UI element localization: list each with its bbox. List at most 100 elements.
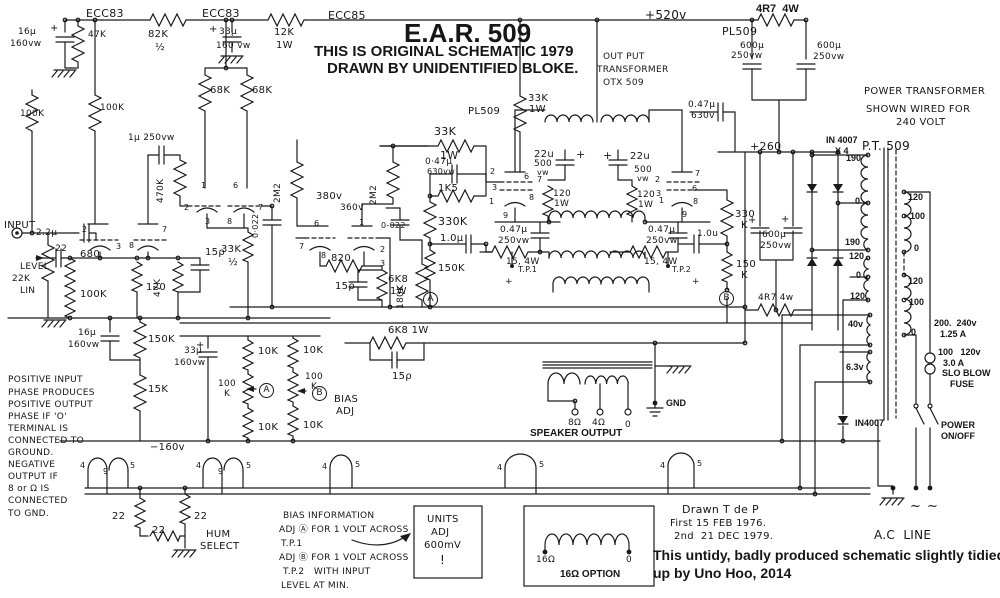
phase-note-7: GROUND. — [8, 448, 54, 458]
c-047-630-2b: 630vw — [427, 167, 456, 176]
tube-pin: 3 — [116, 242, 122, 251]
pot-a-100k-b: K — [224, 389, 231, 399]
fb-15p: 15ρ — [392, 371, 412, 382]
level-label: LEVEL — [20, 262, 50, 272]
tube-label-ecc83-2: ECC83 — [202, 7, 240, 20]
c-047-250-1a: 0.47μ — [500, 225, 528, 235]
subtitle-1: THIS IS ORIGINAL SCHEMATIC 1979 — [314, 43, 574, 60]
c-22u-2a: 22u — [630, 151, 650, 162]
units-box-4: ! — [440, 553, 446, 567]
output-stage — [179, 102, 813, 417]
tidied-note-1: This untidy, badly produced schematic sl… — [653, 547, 1000, 563]
c-22u-2b: 500 — [634, 165, 653, 175]
c-22u-1-plus: + — [576, 148, 586, 161]
bias-info-6: LEVEL AT MIN. — [281, 581, 350, 591]
spk-4ohm: 4Ω — [592, 418, 606, 428]
c-16u-1b: 160vw — [10, 39, 42, 49]
opt-label-2: TRANSFORMER — [597, 65, 669, 75]
r-10k-4: 10K — [303, 420, 324, 431]
pt-tap-120-1: 120 — [849, 251, 865, 261]
tube-pin: 2 — [82, 225, 88, 234]
r-150k-2: 150K — [438, 263, 465, 274]
power-onoff-1: POWER — [941, 420, 976, 430]
top-rail-and-psu-top — [51, 13, 816, 189]
pt-pri-0-2: 0 — [911, 327, 917, 337]
c-16u-2b: 160vw — [68, 340, 100, 350]
rail-plus520: +520v — [645, 8, 687, 22]
c-22u-2-plus: + — [603, 149, 613, 162]
phase-note-4: PHASE IF 'O' — [8, 412, 67, 422]
r-33k-half-a: 33K — [221, 244, 242, 255]
plus-33u-2: + — [196, 340, 205, 351]
c-2u2: 2.2μ — [36, 228, 58, 238]
opt16-0: 0 — [626, 555, 633, 565]
heater-pin-5-5: 5 — [697, 459, 703, 468]
fb-6k8: 6K8 1W — [388, 325, 429, 336]
r-120-1w-1a: 120 — [553, 189, 572, 199]
tube-pin: 8 — [227, 217, 233, 226]
subtitle-2: DRAWN BY UNIDENTIFIED BLOKE. — [327, 60, 579, 77]
c-600u-2a: 600μ — [817, 41, 842, 51]
tube-pin: 6 — [314, 219, 320, 228]
d-in4007x4-b: X 4 — [835, 146, 849, 156]
ac-tilde-1: ~ — [910, 499, 922, 514]
phase-note-2: PHASE PRODUCES — [8, 388, 95, 398]
tube-label-ecc83-1: ECC83 — [86, 7, 124, 20]
r-1k5: 1K5 — [438, 183, 459, 194]
spk-8ohm: 8Ω — [568, 418, 582, 428]
tidied-note-2: up by Uno Hoo, 2014 — [653, 565, 792, 581]
plus-16u: + — [50, 23, 59, 34]
bias-adj-1: BIAS — [334, 394, 359, 405]
sig-date-1: First 15 FEB 1976. — [670, 518, 767, 529]
tube-pin: 7 — [299, 242, 305, 251]
heater-pin-9-1: 9 — [103, 467, 109, 476]
lin-label: LIN — [20, 286, 36, 296]
tube-pin: 2 — [490, 167, 496, 176]
c-16u-2a: 16μ — [78, 328, 97, 338]
fuse-note-4: 3.0 A — [943, 358, 965, 368]
fuse-note-6: FUSE — [950, 379, 975, 389]
fuse-note-3: 100 120v — [938, 347, 981, 357]
power-onoff-2: ON/OFF — [941, 431, 975, 441]
c-33u-1b: 160 vw — [216, 41, 251, 51]
r-22-1: 22 — [112, 511, 126, 522]
r-120-1w-2b: 1W — [638, 200, 654, 210]
phase-note-10: 8 or Ω IS — [8, 484, 50, 494]
hum-select-2: SELECT — [200, 541, 240, 552]
c-22u-1b: 500 — [534, 159, 553, 169]
pt-tap-190-1: 190 — [846, 153, 862, 163]
pot-b-100k-a: 100 — [305, 372, 324, 382]
spk-label: SPEAKER OUTPUT — [530, 428, 623, 439]
c-22u-1c: vw — [537, 168, 549, 177]
r-47k-top: 47K — [88, 30, 107, 40]
opt16-16ohm: 16Ω — [536, 555, 556, 565]
tube-label-pl509-right: PL509 — [722, 25, 758, 38]
v-380: 380v — [316, 191, 343, 202]
r-33k-grid-a: 33K — [434, 125, 457, 138]
r-150k-1: 150K — [148, 334, 175, 345]
output-transformer — [542, 114, 653, 416]
pt-tap-63v: 6.3v — [846, 362, 864, 372]
tube-pin: 8 — [529, 193, 535, 202]
c-16u-1a: 16μ — [18, 27, 37, 37]
pt-pri-120-2: 120 — [908, 276, 924, 286]
heater-pin-5-4: 5 — [539, 460, 545, 469]
tube-pin: 1 — [359, 218, 365, 227]
r-330k-1: 330K — [438, 215, 468, 228]
heater-pin-4-5: 4 — [660, 461, 666, 470]
r-470k: 470K — [156, 178, 166, 203]
spk-0: 0 — [625, 420, 632, 430]
r-4r7-top: 4R7 4W — [756, 3, 799, 15]
fuse-note-2: 1.25 A — [940, 329, 967, 339]
tube-pin: 6 — [692, 184, 698, 193]
bias-info-2: ADJ Ⓐ FOR 1 VOLT ACROSS — [279, 525, 409, 535]
hum-select-1: HUM — [206, 529, 231, 540]
tube-pin: 9 — [682, 210, 688, 219]
pt-tap-190-2: 190 — [845, 237, 861, 247]
r-68k-2b: 68K — [252, 85, 273, 96]
tube-pin: 6 — [233, 181, 239, 190]
r-150-2a: 150 — [736, 259, 756, 270]
circled-b-2: B — [719, 291, 734, 306]
bias-info-4: ADJ Ⓑ FOR 1 VOLT ACROSS — [279, 553, 409, 563]
opt-label-1: OUT PUT — [603, 52, 645, 62]
